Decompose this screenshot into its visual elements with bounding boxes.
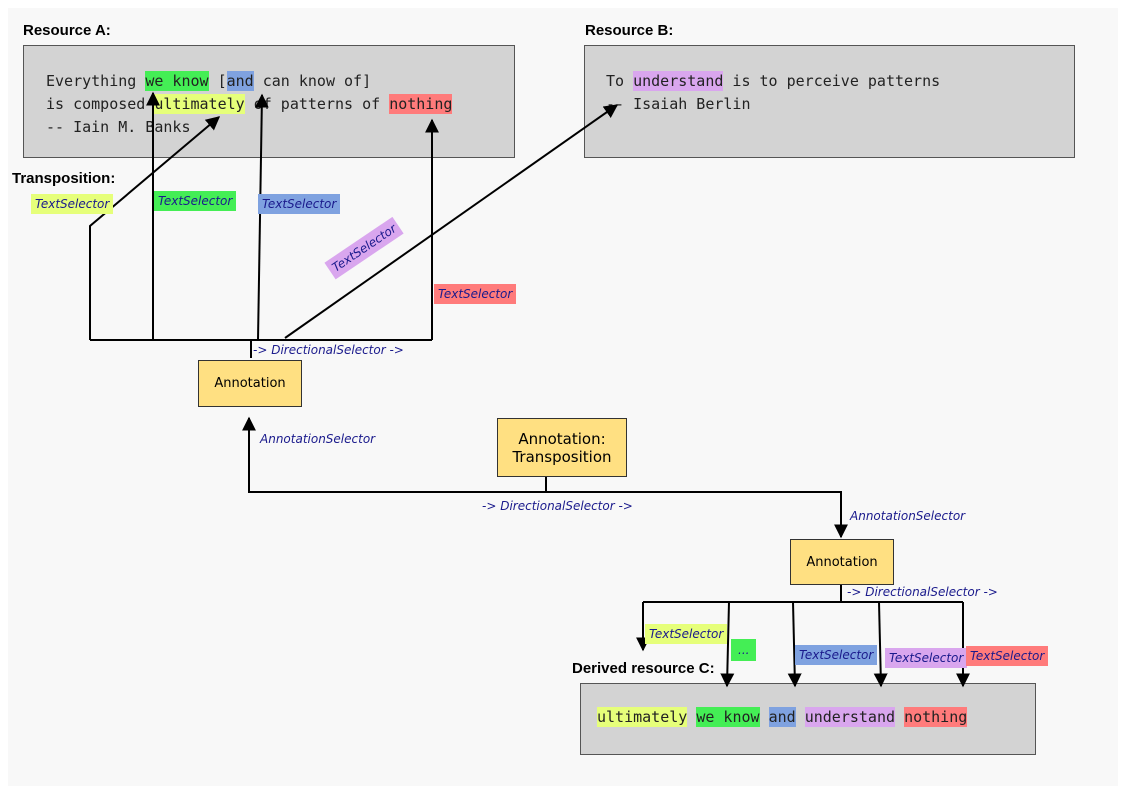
directional-selector-lower: -> DirectionalSelector -> [847, 585, 998, 599]
resource-b-line-1: To understand is to perceive patterns [606, 70, 940, 93]
arrow-lower-4 [873, 601, 888, 688]
arrow-lower-3 [787, 601, 802, 688]
token-ultimately: ultimately [597, 707, 688, 727]
arrow-to-understand [284, 104, 619, 339]
highlight-we-know: we know [145, 71, 209, 91]
lower-selector-understand: TextSelector [885, 648, 968, 668]
resource-a-heading: Resource A: [23, 22, 111, 39]
resource-a-line-2: is composed ultimately of patterns of no… [46, 93, 453, 116]
text-span: [ [208, 72, 227, 90]
text-span: is composed [46, 95, 155, 113]
arrow-to-lower-annotation [546, 491, 848, 539]
lower-selector-ellipsis: ... [731, 639, 757, 661]
highlight-nothing: nothing [389, 94, 453, 114]
annotation-box-transposition[interactable]: Annotation: Transposition [497, 418, 627, 477]
selector-label-ultimately: TextSelector [31, 194, 114, 214]
text-span: can know of] [253, 72, 372, 90]
transposition-title: Annotation: [518, 429, 606, 448]
text-span: To [606, 72, 634, 90]
arrow-to-ultimately [89, 116, 221, 340]
transposition-subtitle: Transposition [512, 447, 612, 466]
resource-a-line-1: Everything we know [and can know of] [46, 70, 371, 93]
token-nothing: nothing [904, 707, 968, 727]
highlight-understand: understand [633, 71, 724, 91]
lower-selector-and: TextSelector [795, 645, 878, 665]
annotation-box-upper[interactable]: Annotation [198, 360, 302, 407]
token-understand: understand [804, 707, 896, 727]
lower-selector-nothing: TextSelector [966, 646, 1049, 666]
selector-label-nothing: TextSelector [434, 284, 517, 304]
derived-resource-text: ultimately we know and understand nothin… [597, 706, 968, 729]
selector-label-we-know: TextSelector [154, 191, 237, 211]
resource-b-heading: Resource B: [585, 22, 674, 39]
directional-selector-middle: -> DirectionalSelector -> [482, 499, 633, 513]
arrow-to-and [254, 93, 269, 341]
selector-label-and: TextSelector [258, 194, 341, 214]
text-span: is to perceive patterns [723, 72, 941, 90]
highlight-ultimately: ultimately [154, 94, 245, 114]
highlight-and: and [226, 71, 254, 91]
directional-selector-upper: -> DirectionalSelector -> [253, 343, 404, 357]
annotation-box-lower[interactable]: Annotation [790, 539, 894, 585]
resource-a-line-3: -- Iain M. Banks [46, 118, 191, 136]
transposition-heading: Transposition: [12, 170, 116, 187]
arrow-lower-2 [720, 601, 735, 688]
resource-b-box [584, 45, 1075, 158]
annotation-selector-upper: AnnotationSelector [260, 432, 376, 446]
derived-resource-heading: Derived resource C: [572, 660, 715, 677]
token-we-know: we know [696, 707, 760, 727]
text-span: Everything [46, 72, 146, 90]
annotation-selector-lower: AnnotationSelector [850, 509, 966, 523]
token-and: and [768, 707, 796, 727]
arrow-to-upper-annotation [242, 416, 546, 493]
lower-selector-ultimately: TextSelector [645, 624, 728, 644]
